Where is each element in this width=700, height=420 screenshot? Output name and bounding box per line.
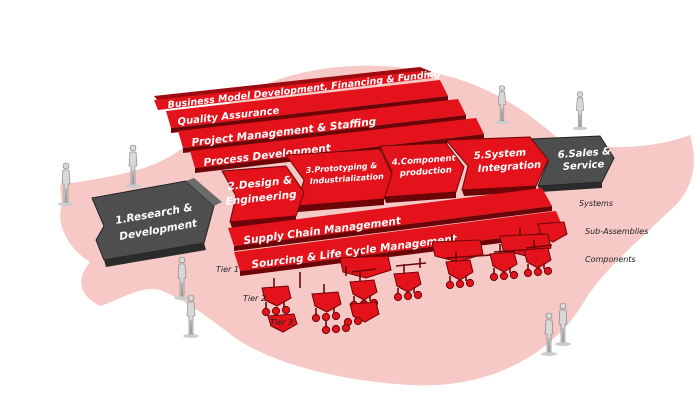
stage-2-design-engineering: 2.Design & Engineering <box>221 165 305 228</box>
component-dot <box>523 268 533 278</box>
component-dot <box>413 290 423 300</box>
component-dot <box>281 305 291 315</box>
stage-3-prototyping-industrialization: 3.Prototyping & Industrialization <box>285 148 393 212</box>
person-figure <box>555 302 571 346</box>
tier-bar <box>395 262 427 267</box>
supply-tier-hierarchy <box>261 221 568 335</box>
component-dot <box>341 323 351 333</box>
stage-4-component-production: 4.Component production <box>379 142 465 203</box>
stage-4-line1: 4.Component <box>391 153 457 168</box>
stage-6-sales-service: 6.Sales & Service <box>529 135 615 192</box>
label-tier-1: Tier 1 <box>216 265 239 274</box>
stage-5-line2: Integration <box>477 160 541 175</box>
label-components: Components <box>585 255 636 264</box>
stage-5-line1: 5.System <box>473 147 526 162</box>
person-figure <box>494 85 510 125</box>
person-figure <box>174 256 190 300</box>
component-dot <box>445 280 455 290</box>
stage-4-line2: production <box>399 165 453 179</box>
component-dot <box>261 307 271 317</box>
component-dot <box>331 311 341 321</box>
component-dot <box>393 292 403 302</box>
label-sub-assemblies: Sub-Assemblies <box>585 227 648 236</box>
component-dot <box>353 316 363 326</box>
lower-band-1: Supply Chain Management <box>228 188 552 251</box>
component-dot <box>543 266 553 276</box>
stage-6-line2: Service <box>562 159 604 173</box>
person-figure <box>125 144 141 188</box>
person-figure <box>541 312 557 356</box>
top-band-2-face <box>166 80 448 128</box>
stage-5-system-integration: 5.System Integration <box>444 136 549 196</box>
people-figures <box>58 85 588 356</box>
stage-1-research-development: 1.Research & Development <box>91 178 222 267</box>
component-dot <box>489 272 499 282</box>
component-dot <box>533 267 543 277</box>
component-dot <box>271 306 281 316</box>
component-dot <box>403 291 413 301</box>
person-figure <box>572 91 588 131</box>
lower-band-2-face <box>234 211 564 271</box>
component-dot <box>321 312 331 322</box>
lower-band-1-face <box>228 188 552 246</box>
component-dot <box>509 270 519 280</box>
component-dot <box>499 271 509 281</box>
top-band-3-face <box>178 99 466 148</box>
component-dot <box>311 313 321 323</box>
lower-band-2: Sourcing & Life Cycle Management <box>234 211 564 276</box>
top-band-1-face <box>154 71 432 110</box>
person-figure <box>58 162 74 206</box>
label-tier-2: Tier 2 <box>243 294 266 303</box>
tier-bar <box>525 244 553 249</box>
label-systems: Systems <box>579 199 613 208</box>
tier-bar <box>351 268 377 273</box>
component-dot <box>331 324 341 334</box>
component-dot <box>465 278 475 288</box>
person-figure <box>183 294 199 338</box>
component-dot <box>321 325 331 335</box>
top-band-4-face <box>190 118 484 168</box>
component-dot <box>455 279 465 289</box>
stage-6-line1: 6.Sales & <box>557 146 611 161</box>
label-tier-3: Tier 3 <box>270 318 293 327</box>
tier3-box-small <box>267 313 298 333</box>
tier-bar <box>445 254 493 259</box>
